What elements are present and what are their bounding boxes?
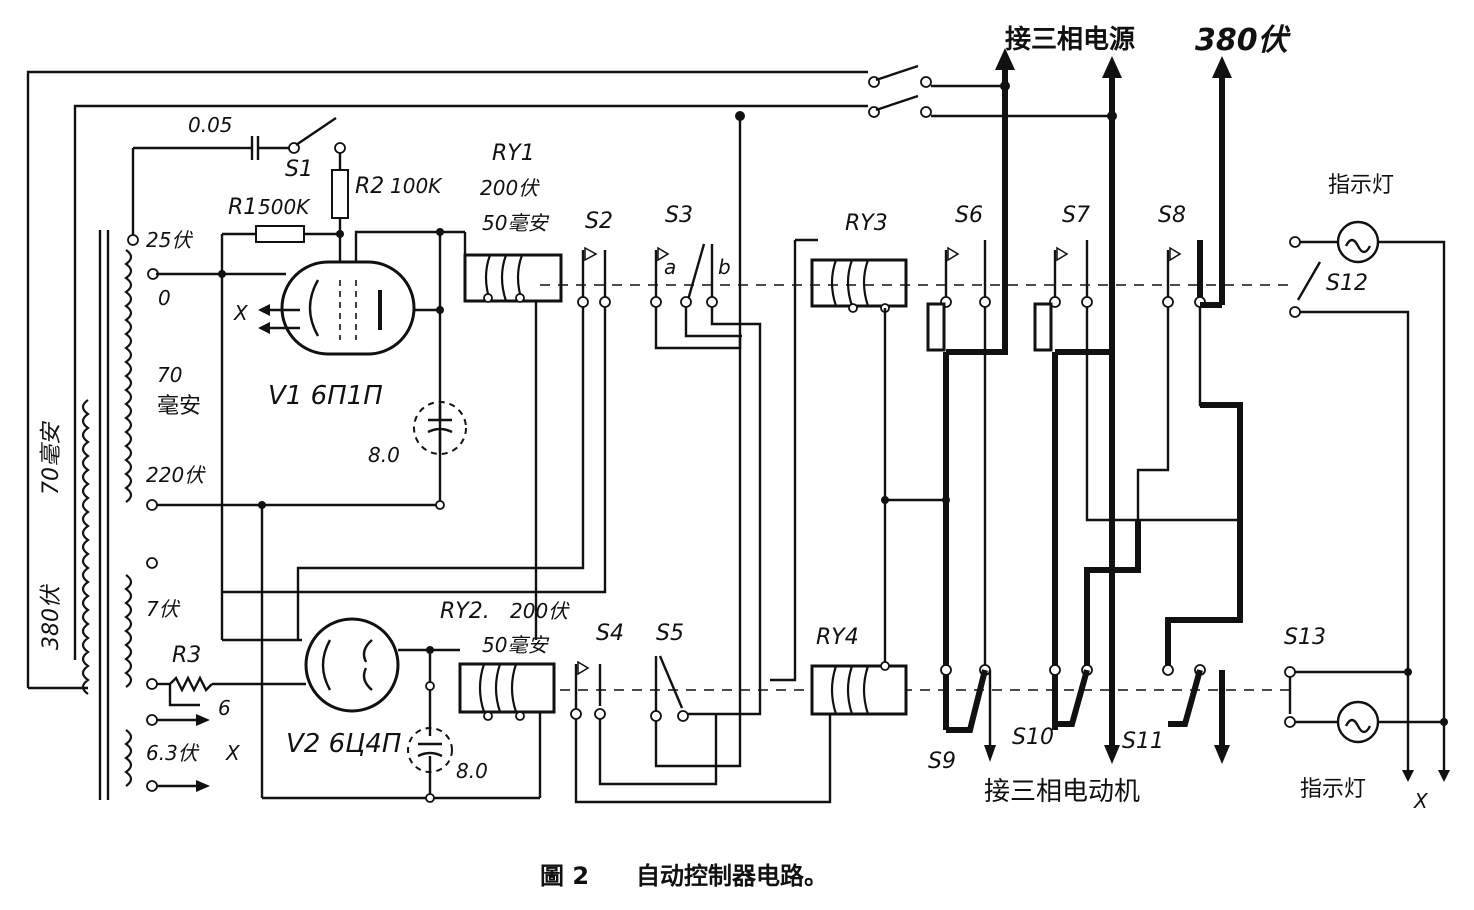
- s1-label: S1: [285, 157, 313, 182]
- switch-s10: [1049, 352, 1120, 764]
- capacitor-c2: [262, 654, 540, 803]
- tap-25v-label: 25伏: [146, 228, 193, 252]
- figure-number: 圖 2: [540, 862, 589, 890]
- tap-6-label: 6: [218, 696, 231, 720]
- figure-title: 自动控制器电路。: [636, 862, 828, 890]
- r2-label: R2: [355, 174, 384, 199]
- tap-0-label: 0: [158, 286, 171, 310]
- supply-line-2: [73, 94, 1117, 660]
- ry3-label: RY3: [845, 211, 888, 236]
- transformer: [81, 230, 133, 800]
- s4-label: S4: [596, 621, 624, 646]
- switch-s11: [1162, 664, 1230, 764]
- ry1-spec-1: 200伏: [480, 176, 540, 200]
- s9-label: S9: [928, 749, 956, 774]
- hv-return-line: [157, 500, 445, 798]
- primary-voltage-label: 380伏: [39, 584, 64, 650]
- s5-label: S5: [656, 621, 684, 646]
- switch-s3: [650, 116, 762, 716]
- switch-s6: [926, 240, 1008, 730]
- s10-label: S10: [1012, 725, 1054, 750]
- lamp-top-label: 指示灯: [1328, 173, 1394, 198]
- lamp-bottom: [1284, 666, 1450, 782]
- s12-label: S12: [1326, 271, 1368, 296]
- tube-v1: [156, 228, 444, 505]
- tap-220v-label: 220伏: [146, 463, 206, 487]
- capacitor-c1: [413, 401, 467, 455]
- s6-label: S6: [955, 203, 983, 228]
- r1-label: R1: [228, 195, 257, 220]
- ry1-spec-2: 50毫安: [482, 211, 549, 235]
- resistor-r1: [220, 225, 340, 640]
- capacitor-005: [240, 117, 346, 160]
- s3-label: S3: [665, 203, 693, 228]
- relay-ry2: [458, 662, 556, 798]
- ry1-label: RY1: [492, 141, 535, 166]
- resistor-r2: [331, 153, 349, 280]
- power-supply-voltage: 380伏: [1195, 23, 1292, 58]
- supply-arrows: [995, 48, 1232, 350]
- r3-label: R3: [172, 643, 201, 668]
- s7-label: S7: [1062, 203, 1090, 228]
- c1-value-label: 8.0: [368, 443, 400, 467]
- c2-value-label: 8.0: [456, 759, 488, 783]
- ry2-label: RY2.: [440, 599, 490, 624]
- s13-label: S13: [1284, 625, 1326, 650]
- tap-7v-label: 7伏: [146, 597, 181, 621]
- s8-label: S8: [1158, 203, 1186, 228]
- relay-ry4: [810, 661, 908, 716]
- cap-005-label: 0.05: [188, 113, 233, 137]
- v1-x-label: X: [233, 301, 249, 325]
- switch-s2: [222, 246, 611, 640]
- s3-a-label: a: [664, 255, 676, 279]
- s2-label: S2: [585, 209, 613, 234]
- power-supply-label: 接三相电源: [1005, 25, 1135, 55]
- switch-s4: [570, 660, 832, 804]
- tap-x-label: X: [225, 741, 241, 765]
- s11-label: S11: [1122, 729, 1164, 754]
- tube-v2: [157, 617, 460, 713]
- motor-label: 接三相电动机: [984, 777, 1140, 807]
- r2-value-label: 100K: [390, 174, 443, 198]
- heater-arrows: [157, 714, 210, 792]
- v2-label: V2 6Ц4П: [286, 729, 401, 759]
- tap-70-label: 70: [157, 363, 182, 387]
- primary-current-label: 70毫安: [39, 421, 64, 495]
- s3-b-label: b: [718, 255, 731, 279]
- ry2-spec-1: 200伏: [510, 599, 570, 623]
- ry4-label: RY4: [816, 625, 859, 650]
- switch-s5: [650, 336, 742, 768]
- switch-s9: [940, 664, 996, 762]
- lamp-top: [1289, 220, 1448, 770]
- v1-label: V1 6П1П: [268, 381, 383, 411]
- ry2-spec-2: 50毫安: [482, 633, 549, 657]
- transformer-taps: [127, 146, 240, 792]
- r1-value-label: 500K: [258, 195, 311, 219]
- lamp-bottom-label: 指示灯: [1300, 777, 1366, 802]
- tap-70-unit-label: 毫安: [157, 394, 201, 419]
- lamp-bottom-x-label: X: [1413, 789, 1429, 813]
- relay-ry1: [440, 230, 563, 303]
- relay-ry3: [770, 238, 950, 682]
- tap-63v-label: 6.3伏: [146, 741, 200, 765]
